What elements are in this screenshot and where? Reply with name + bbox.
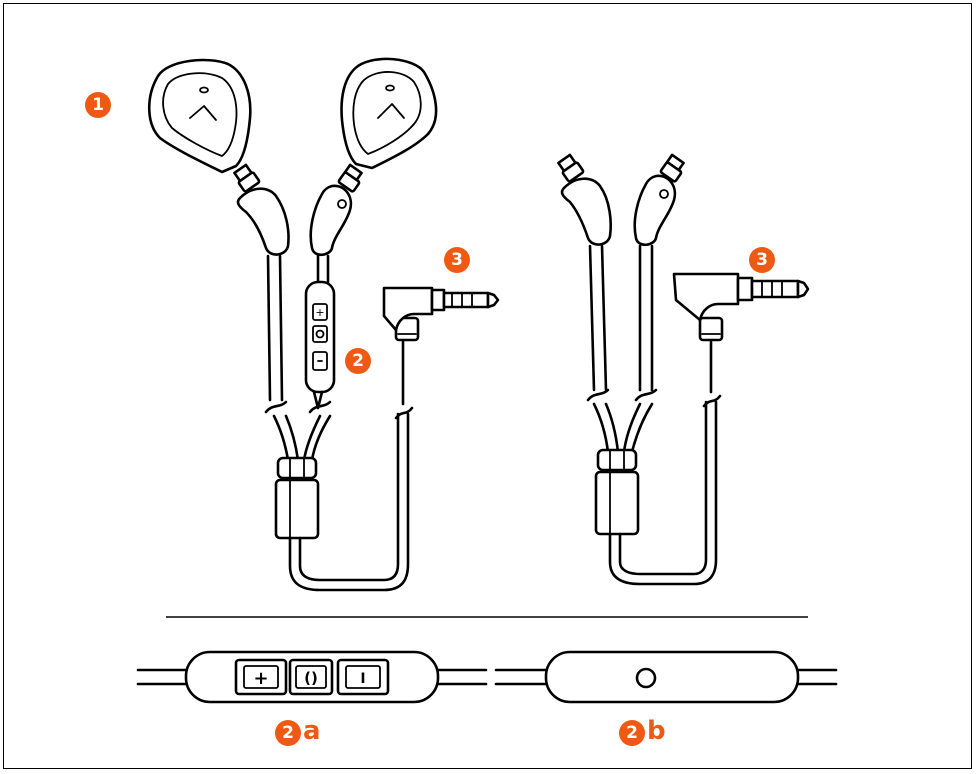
remote-detail-a: + () I [136,650,488,704]
angled-audio-plug-icon [672,272,810,394]
inline-remote-icon: + [304,280,336,394]
right-earpiece-icon [340,57,438,170]
callout-earphones: 1 [85,92,111,118]
y-splitter-icon [274,456,320,540]
callout-remote: 2 [345,348,371,374]
svg-text:+: + [253,668,268,689]
svg-text:I: I [360,671,365,687]
callout-detail-b-letter: b [647,716,666,746]
callout-detail-a-number: 2 [275,720,301,746]
volume-down-button: I [336,658,390,696]
callout-plug-right: 3 [749,247,775,273]
earphone-with-remote-assembly: + [147,57,500,592]
svg-text:(): () [304,669,318,687]
cable-without-remote-assembly [557,153,810,586]
remote-detail-b [494,650,838,704]
angled-audio-plug-icon [382,286,500,406]
microphone-hole-icon [635,667,657,689]
volume-up-button: + [234,658,288,696]
mmcx-connector-icon [233,163,363,193]
left-earpiece-icon [147,58,252,174]
mmcx-connector-icon [557,153,685,183]
callout-detail-b-number: 2 [619,720,645,746]
y-splitter-icon [594,448,640,536]
figure-frame [3,3,972,769]
callout-detail-a-letter: a [303,716,321,746]
callout-plug-left: 3 [444,247,470,273]
play-pause-button: () [288,658,334,696]
svg-text:+: + [315,306,324,319]
